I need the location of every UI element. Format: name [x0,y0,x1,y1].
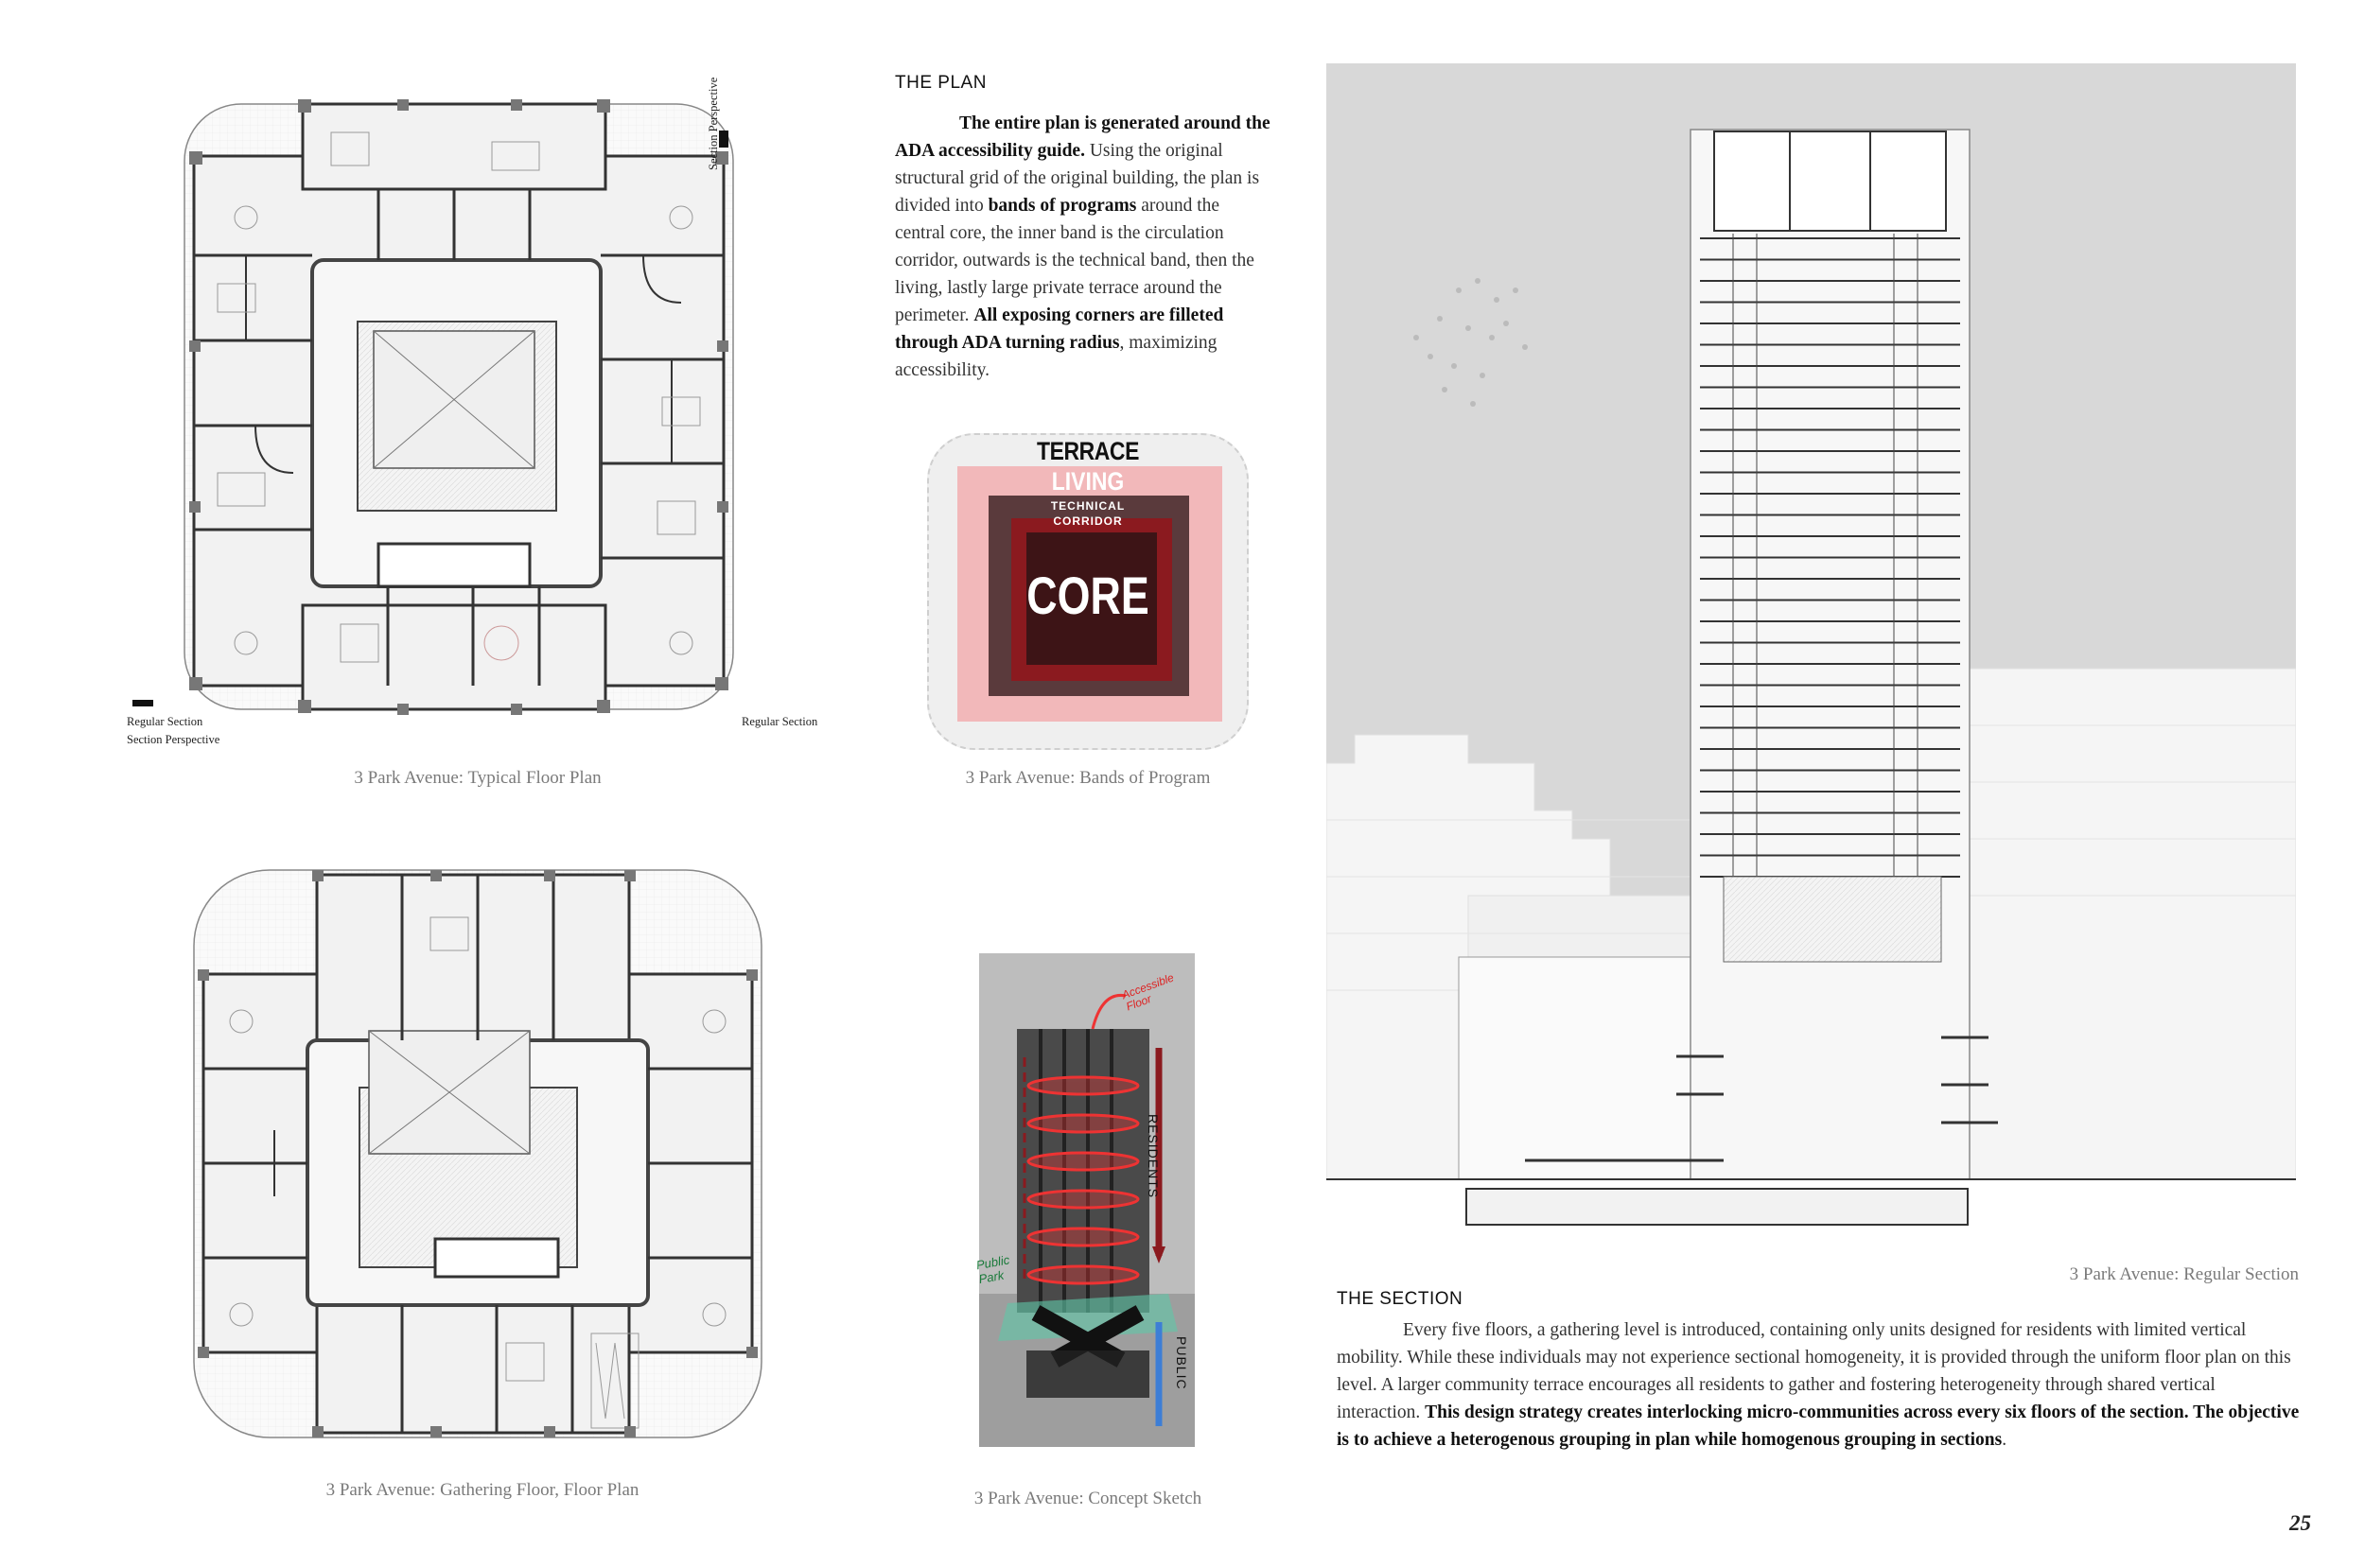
core-band [1026,532,1157,665]
page-number: 25 [2289,1511,2311,1535]
terrace-label: TERRACE [1037,437,1139,465]
plan-heading: THE PLAN [895,73,987,93]
regular-section-label-left: Regular Section [127,715,203,728]
plan-text-1: Using the original structural grid of th… [895,141,1260,216]
tower-floor-lines [1700,237,1960,878]
typical-floor-plan [114,57,804,757]
concept-sketch: Accessible Floor RESIDENTS Public Park P… [975,953,1195,1447]
section-text-end: . [2002,1430,2007,1450]
plan-bold-3: All exposing corners are filleted throug… [895,305,1224,353]
typical-floor-plan-drawing [132,99,734,715]
corridor-label: CORRIDOR [1053,514,1123,528]
typical-plan-caption: 3 Park Avenue: Typical Floor Plan [354,768,602,788]
plan-paragraph: The entire plan is generated around the … [895,110,1273,384]
regular-section-drawing [1326,63,2296,1227]
sketch-caption: 3 Park Avenue: Concept Sketch [973,1489,1202,1508]
section-text-1: Every five floors, a gathering level is … [1337,1320,2291,1422]
section-bold: This design strategy creates interlockin… [1337,1402,2300,1450]
section-paragraph: Every five floors, a gathering level is … [1337,1316,2300,1454]
gathering-plan-caption: 3 Park Avenue: Gathering Floor, Floor Pl… [325,1480,639,1500]
section-heading: THE SECTION [1337,1289,1463,1309]
section-drawing-svg [1326,63,2296,1226]
core-label: CORE [1026,566,1149,625]
technical-label: TECHNICAL [1050,499,1126,513]
residents-annotation: RESIDENTS [1146,1114,1161,1199]
section-perspective-label-top: Section Perspective [707,77,720,170]
gathering-floor-plan-drawing [193,869,762,1438]
plan-bold-2: bands of programs [988,196,1137,216]
plan-lead-bold: The entire plan is generated around the … [895,113,1270,161]
public-annotation: PUBLIC [1174,1336,1189,1390]
regular-section-label-right: Regular Section [742,715,818,728]
concept-sketch-drawing [979,953,1195,1447]
plan-text-3: , maximizing accessibility. [895,333,1218,380]
plan-text-2: around the central core, the inner band … [895,196,1254,325]
regular-section-caption: 3 Park Avenue: Regular Section [2069,1264,2299,1284]
bands-diagram: TERRACE LIVING TECHNICAL CORRIDOR CORE [927,433,1249,750]
gathering-floor-plan [184,851,771,1456]
living-label: LIVING [1051,467,1125,496]
section-perspective-label-left: Section Perspective [127,733,220,746]
bands-caption: 3 Park Avenue: Bands of Program [965,768,1211,788]
